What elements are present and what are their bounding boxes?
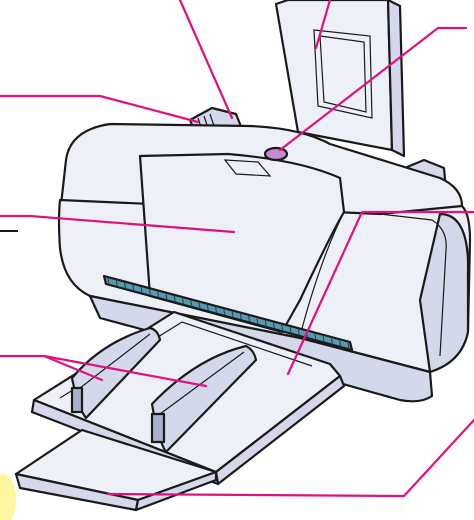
slot-rib (330, 338, 333, 345)
paper-guide-left (70, 326, 162, 420)
callout-paper-guides-b (42, 354, 208, 388)
paper-support (274, 0, 406, 158)
power-button (263, 146, 289, 162)
slot-rib (124, 282, 127, 289)
callout-output-tray-extension (106, 418, 474, 498)
slot-rib (215, 307, 218, 314)
slot-rib (347, 342, 350, 350)
slot-rib (314, 333, 317, 341)
callout-output-tray (286, 210, 474, 376)
slot-rib (339, 340, 342, 347)
slot-rib (273, 322, 276, 329)
slot-rib (157, 291, 160, 298)
slot-rib (140, 286, 143, 294)
slot-rib (231, 311, 234, 318)
output-tray-extension (14, 428, 218, 512)
slot-rib (322, 336, 325, 343)
callout-paper-guide-lever (0, 94, 200, 124)
slot-rib (148, 289, 151, 296)
slot-rib (256, 318, 259, 325)
slot-rib (206, 304, 209, 311)
slot-rib (198, 302, 201, 309)
callout-lines (0, 0, 474, 498)
slot-rib (132, 284, 135, 291)
slot-rib (281, 324, 284, 332)
callout-front-cover (0, 214, 236, 234)
callout-power-button (278, 26, 468, 152)
slot-rib (248, 316, 251, 323)
slot-rib (173, 295, 176, 303)
slot-rib (165, 293, 168, 300)
callout-paper-thickness-lever (178, 0, 234, 120)
slot-rib (223, 309, 226, 316)
slot-rib (297, 329, 300, 336)
slot-rib (264, 320, 267, 327)
slot-rib (181, 298, 184, 305)
corner-glow (0, 474, 16, 520)
paper-guide-right (150, 344, 258, 454)
slot-ribs (107, 277, 350, 350)
slot-rib (115, 280, 118, 287)
slot-rib (239, 313, 242, 320)
slot-rib (289, 327, 292, 334)
callout-paper-support (314, 0, 332, 50)
slot-rib (190, 300, 193, 307)
slot-rib (107, 277, 110, 285)
